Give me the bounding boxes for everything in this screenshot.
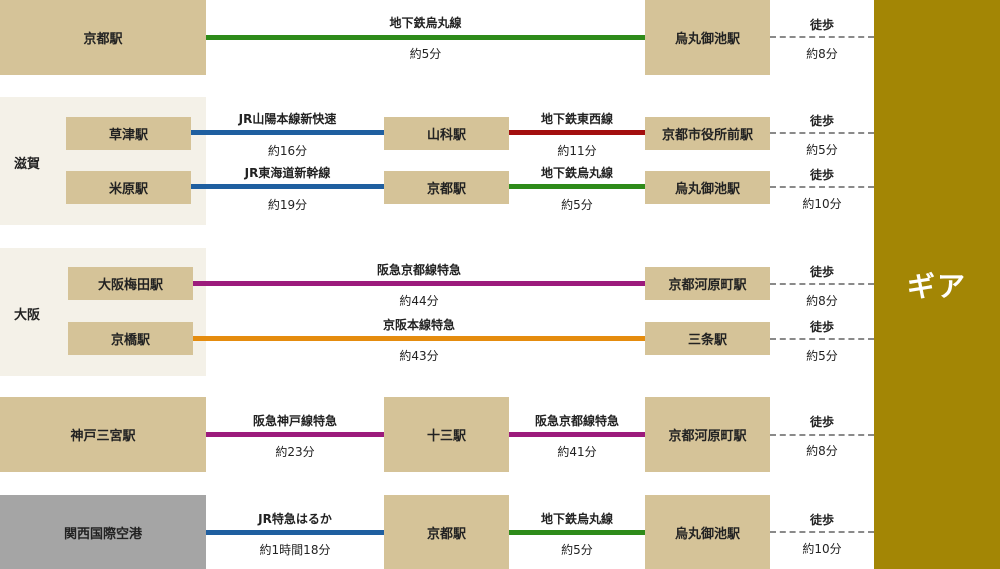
- walk-time: 約8分: [806, 294, 838, 308]
- walk-line: [770, 338, 874, 340]
- line-hankyu: [206, 432, 384, 437]
- walk-line: [770, 36, 874, 38]
- walk-time: 約8分: [806, 47, 838, 61]
- walk-line: [770, 434, 874, 436]
- line-tozai: [509, 130, 645, 135]
- walk-line: [770, 531, 874, 533]
- walk-label: 徒歩: [809, 265, 834, 279]
- travel-time: 約43分: [399, 349, 439, 363]
- destination-panel: ギア: [874, 0, 1000, 569]
- line-name: 阪急京都線特急: [376, 263, 461, 277]
- line-keihan: [193, 336, 645, 341]
- end-station: 烏丸御池駅: [645, 0, 770, 75]
- line-jr: [191, 130, 384, 135]
- transfer-station: 京都駅: [384, 171, 509, 204]
- walk-line: [770, 186, 874, 188]
- end-station: 京都河原町駅: [645, 267, 770, 300]
- line-jr: [206, 530, 384, 535]
- line-name: 地下鉄東西線: [540, 112, 613, 126]
- region-label-shiga: 滋賀: [14, 157, 41, 172]
- travel-time: 約5分: [561, 543, 593, 557]
- line-name: 阪急京都線特急: [534, 414, 619, 428]
- end-station: 烏丸御池駅: [645, 171, 770, 204]
- line-jr: [191, 184, 384, 189]
- origin-station: 京都駅: [0, 0, 206, 75]
- travel-time: 約1時間18分: [259, 543, 331, 557]
- walk-label: 徒歩: [809, 415, 834, 429]
- travel-time: 約11分: [557, 144, 597, 158]
- travel-time: 約19分: [267, 198, 308, 212]
- origin-station: 米原駅: [66, 171, 191, 204]
- origin-station-airport: 関西国際空港: [0, 495, 206, 569]
- origin-station: 京橋駅: [68, 322, 193, 355]
- end-station: 京都河原町駅: [645, 397, 770, 472]
- travel-time: 約5分: [409, 47, 442, 61]
- origin-station: 草津駅: [66, 117, 191, 150]
- walk-time: 約5分: [806, 143, 838, 157]
- walk-label: 徒歩: [809, 168, 834, 182]
- region-label-osaka: 大阪: [14, 308, 41, 323]
- destination-label: ギア: [906, 269, 967, 303]
- walk-label: 徒歩: [809, 320, 834, 334]
- travel-time: 約44分: [399, 294, 439, 308]
- line-name: 地下鉄烏丸線: [389, 16, 462, 30]
- transfer-station: 山科駅: [384, 117, 509, 150]
- walk-time: 約5分: [806, 349, 838, 363]
- end-station: 烏丸御池駅: [645, 495, 770, 569]
- travel-time: 約41分: [557, 445, 597, 459]
- walk-time: 約10分: [802, 542, 842, 556]
- walk-label: 徒歩: [809, 114, 834, 128]
- line-name: JR特急はるか: [258, 512, 332, 526]
- line-name: 京阪本線特急: [382, 318, 455, 332]
- walk-time: 約8分: [806, 444, 838, 458]
- line-name: 阪急神戸線特急: [252, 414, 337, 428]
- travel-time: 約23分: [275, 445, 315, 459]
- walk-line: [770, 132, 874, 134]
- line-karasuma: [509, 530, 645, 535]
- origin-station: 神戸三宮駅: [0, 397, 206, 472]
- walk-line: [770, 283, 874, 285]
- line-hankyu: [193, 281, 645, 286]
- walk-time: 約10分: [802, 197, 842, 211]
- transfer-station: 十三駅: [384, 397, 509, 472]
- line-karasuma: [206, 35, 645, 40]
- line-name: JR山陽本線新快速: [238, 112, 337, 126]
- travel-time: 約16分: [267, 144, 308, 158]
- origin-station: 大阪梅田駅: [68, 267, 193, 300]
- travel-time: 約5分: [561, 198, 593, 212]
- line-karasuma: [509, 184, 645, 189]
- line-hankyu: [509, 432, 645, 437]
- end-station: 三条駅: [645, 322, 770, 355]
- line-name: JR東海道新幹線: [244, 166, 331, 180]
- line-name: 地下鉄烏丸線: [540, 512, 613, 526]
- walk-label: 徒歩: [809, 18, 834, 32]
- end-station: 京都市役所前駅: [645, 117, 770, 150]
- line-name: 地下鉄烏丸線: [540, 166, 613, 180]
- walk-label: 徒歩: [809, 513, 834, 527]
- transfer-station: 京都駅: [384, 495, 509, 569]
